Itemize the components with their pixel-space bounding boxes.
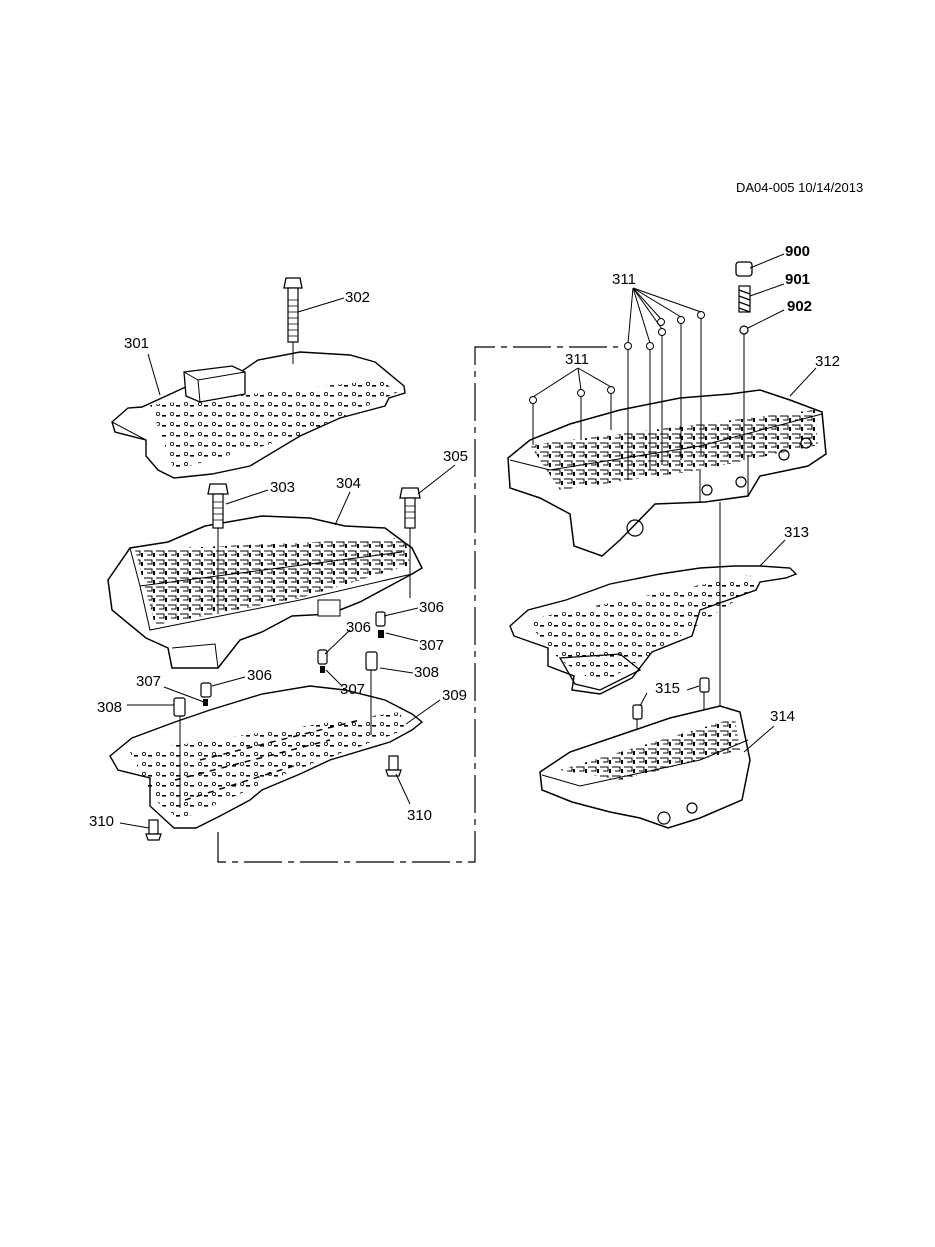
callout-306-middle: 306 xyxy=(346,619,371,636)
callout-307-upper: 307 xyxy=(419,637,444,654)
part-301-upper-plate xyxy=(111,351,406,479)
callout-308-left: 308 xyxy=(97,699,122,716)
part-313-separator-plate xyxy=(509,565,798,695)
callout-313: 313 xyxy=(784,524,809,541)
part-308-pin-right xyxy=(365,651,378,735)
callout-302: 302 xyxy=(345,289,370,306)
part-307-spring-middle xyxy=(320,666,325,673)
part-306-check-ball-upper xyxy=(375,611,386,627)
callout-314: 314 xyxy=(770,708,795,725)
callout-304: 304 xyxy=(336,475,361,492)
part-305-bolt xyxy=(399,487,421,598)
part-306-check-ball-middle xyxy=(317,649,328,665)
part-311-valve-group-lower xyxy=(529,367,615,445)
callout-308-right: 308 xyxy=(414,664,439,681)
callout-306-upper: 306 xyxy=(419,599,444,616)
part-304-valve-body xyxy=(107,515,423,669)
part-302-bolt xyxy=(283,277,303,364)
callout-900: 900 xyxy=(785,243,810,260)
callout-315: 315 xyxy=(655,680,680,697)
part-314-lower-valve-body xyxy=(539,705,751,829)
part-902-ball xyxy=(739,325,749,460)
callout-312: 312 xyxy=(815,353,840,370)
callout-310-right: 310 xyxy=(407,807,432,824)
callout-301: 301 xyxy=(124,335,149,352)
part-307-spring-left xyxy=(203,699,208,706)
part-307-spring-upper xyxy=(378,630,384,638)
assembly-connector-line xyxy=(217,346,618,863)
callout-310-left: 310 xyxy=(89,813,114,830)
callout-306-left: 306 xyxy=(247,667,272,684)
leader-lines xyxy=(119,253,817,829)
callout-311-lower: 311 xyxy=(565,351,589,368)
part-311-valve-group-upper xyxy=(624,287,705,480)
part-308-pin-left xyxy=(173,697,186,808)
callout-307-left: 307 xyxy=(136,673,161,690)
callout-307-middle: 307 xyxy=(340,681,365,698)
part-310-screw-right xyxy=(385,755,402,777)
callout-311-upper: 311 xyxy=(612,271,636,288)
part-309-separator-plate xyxy=(109,685,424,829)
part-900-plug xyxy=(735,261,753,277)
diagram-reference-code: DA04-005 10/14/2013 xyxy=(736,180,864,195)
callout-902: 902 xyxy=(787,298,812,315)
part-306-check-ball-left xyxy=(200,682,212,698)
callout-309: 309 xyxy=(442,687,467,704)
part-310-screw-left xyxy=(145,819,162,841)
part-303-bolt xyxy=(207,483,229,614)
callout-305: 305 xyxy=(443,448,468,465)
part-312-upper-valve-body xyxy=(507,389,827,557)
callout-901: 901 xyxy=(785,271,810,288)
callout-303: 303 xyxy=(270,479,295,496)
part-901-spring xyxy=(738,285,751,313)
